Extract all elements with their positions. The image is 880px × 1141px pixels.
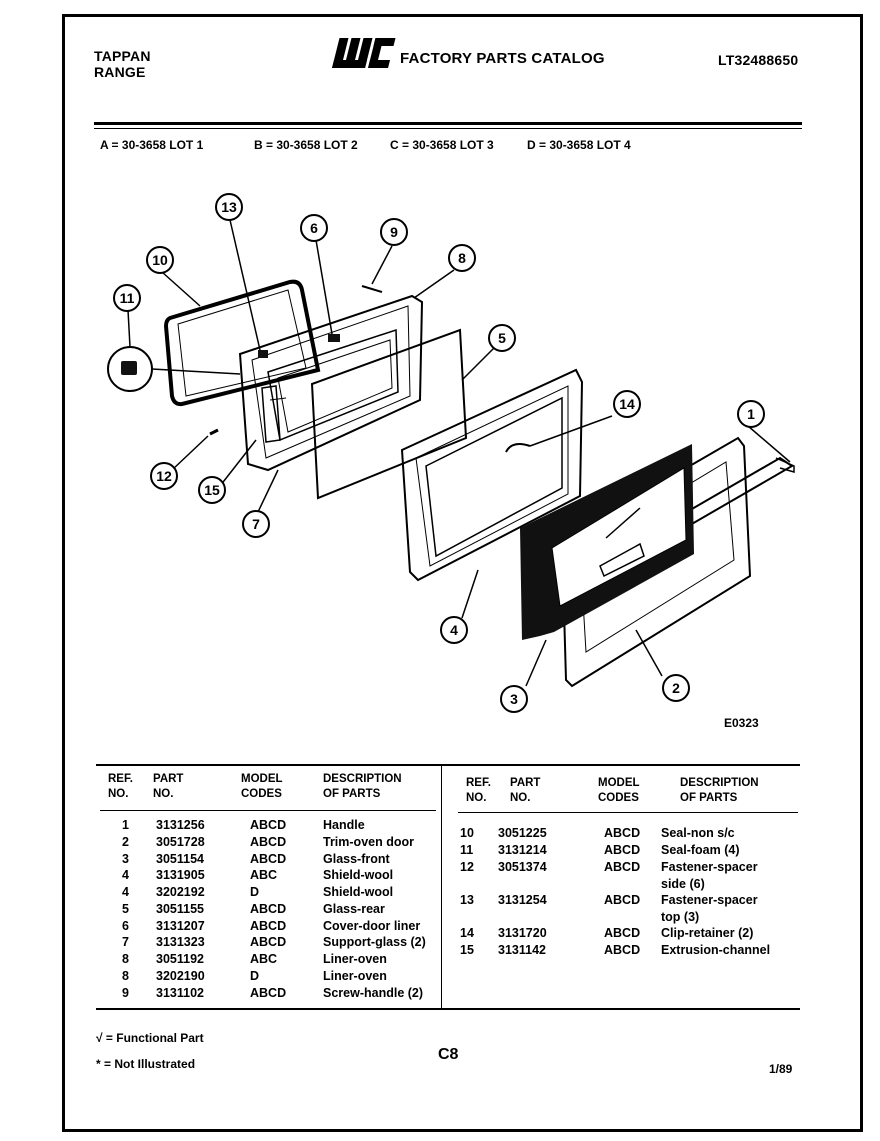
right-header-rule <box>458 812 798 813</box>
callout-13: 13 <box>221 199 237 215</box>
table-bottom-rule <box>96 1008 800 1010</box>
catalog-title: FACTORY PARTS CATALOG <box>400 50 605 67</box>
brand-name: TAPPAN <box>94 48 151 64</box>
callout-7: 7 <box>252 516 260 532</box>
left-header-rule <box>100 810 436 811</box>
lot-d: D = 30-3658 LOT 4 <box>527 138 631 152</box>
callout-10: 10 <box>152 252 168 268</box>
callout-2: 2 <box>672 680 680 696</box>
callout-12: 12 <box>156 468 172 484</box>
revision-date: 1/89 <box>769 1062 793 1076</box>
header-ref-no-right: REF.NO. <box>466 777 491 804</box>
legend-not-illustrated: * = Not Illustrated <box>96 1057 196 1071</box>
callout-14: 14 <box>619 396 635 412</box>
product-type: RANGE <box>94 64 146 80</box>
callout-6: 6 <box>310 220 318 236</box>
legend-functional-part: √ = Functional Part <box>96 1031 204 1045</box>
callout-bubbles <box>113 193 765 713</box>
page-code: C8 <box>438 1046 459 1063</box>
lot-a: A = 30-3658 LOT 1 <box>100 138 204 152</box>
header-rule-thick <box>94 122 802 125</box>
header-rule-thin <box>94 128 802 129</box>
table-column-divider <box>441 766 442 1008</box>
callout-1: 1 <box>747 406 755 422</box>
exploded-parts-diagram: 1 2 3 4 5 6 7 8 9 10 11 12 13 14 15 <box>107 193 795 713</box>
callout-4: 4 <box>450 622 458 638</box>
page-border <box>62 14 863 1132</box>
callout-8: 8 <box>458 250 466 266</box>
callout-15: 15 <box>204 482 220 498</box>
lot-b: B = 30-3658 LOT 2 <box>254 138 358 152</box>
header-ref-no: REF.NO. <box>108 773 133 800</box>
callout-9: 9 <box>390 224 398 240</box>
wci-logo-mark <box>332 38 396 68</box>
diagram-code: E0323 <box>724 716 759 730</box>
callout-11: 11 <box>120 290 135 306</box>
table-top-rule <box>96 764 800 766</box>
wci-logo <box>330 36 398 77</box>
callout-3: 3 <box>510 691 518 707</box>
lot-c: C = 30-3658 LOT 3 <box>390 138 494 152</box>
catalog-number: LT32488650 <box>718 52 799 68</box>
callout-5: 5 <box>498 330 506 346</box>
